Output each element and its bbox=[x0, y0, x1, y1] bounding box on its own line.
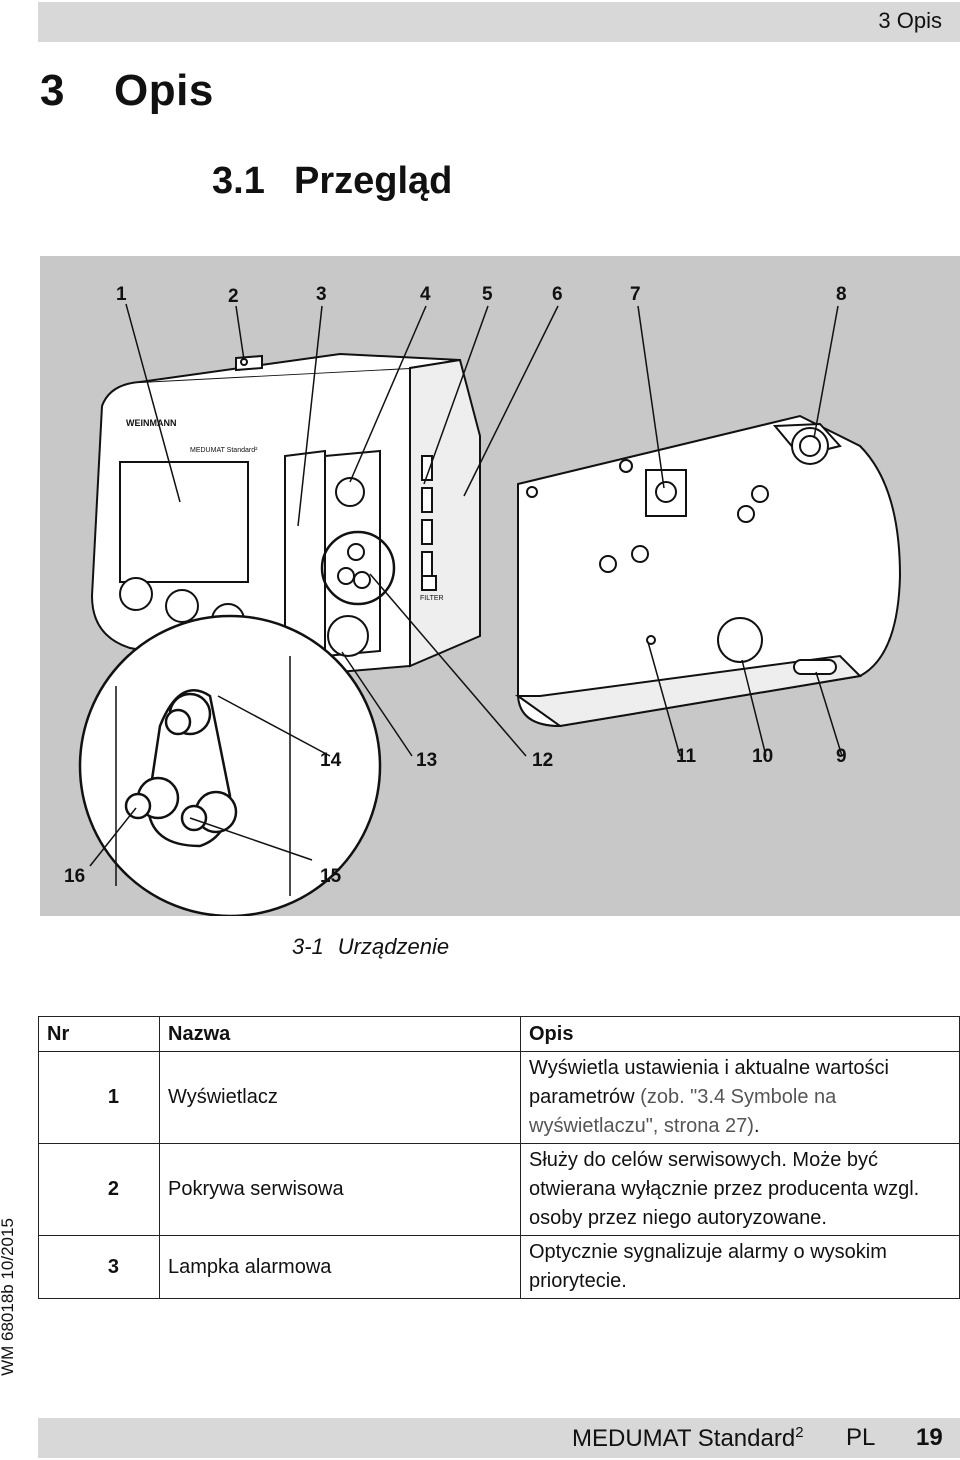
section-title: 3.1 Przegląd bbox=[212, 160, 452, 203]
page-number: 19 bbox=[916, 1424, 943, 1451]
callout-16: 16 bbox=[64, 866, 85, 887]
table-row: 3 Lampka alarmowa Optycznie sygnalizuje … bbox=[38, 1235, 960, 1299]
caption-number: 3-1 bbox=[292, 934, 324, 959]
callout-1: 1 bbox=[116, 284, 127, 305]
figure-caption: 3-1 Urządzenie bbox=[292, 934, 449, 960]
table-header-row: Nr Nazwa Opis bbox=[38, 1016, 960, 1052]
callout-15: 15 bbox=[320, 866, 342, 887]
header-name: Nazwa bbox=[159, 1016, 521, 1052]
callout-8: 8 bbox=[836, 284, 847, 305]
zoom-detail bbox=[78, 614, 382, 916]
leader-lines bbox=[89, 303, 843, 867]
callout-4: 4 bbox=[420, 284, 431, 305]
caption-text: Urządzenie bbox=[337, 934, 450, 959]
chapter-title: 3 Opis bbox=[40, 66, 214, 116]
cross-reference-link[interactable]: (zob. "3.4 Symbole na wyświetlaczu", str… bbox=[529, 1086, 837, 1137]
legend-table: Nr Nazwa Opis 1 Wyświetlacz Wyświetla us… bbox=[38, 1016, 960, 1299]
section-title-text: Przegląd bbox=[294, 160, 453, 202]
callout-13: 13 bbox=[416, 750, 437, 771]
callout-14: 14 bbox=[320, 750, 342, 771]
callout-3: 3 bbox=[316, 284, 327, 305]
header-nr: Nr bbox=[38, 1016, 160, 1052]
device-figure: WEINMANN MEDUMAT Standard² FILTER bbox=[40, 256, 960, 916]
chapter-number: 3 bbox=[40, 66, 65, 115]
callout-5: 5 bbox=[482, 284, 493, 305]
rear-device bbox=[514, 414, 902, 728]
row-nr: 3 bbox=[38, 1235, 160, 1299]
row-desc: Wyświetla ustawienia i aktualne wartości… bbox=[520, 1051, 960, 1144]
callout-11: 11 bbox=[676, 746, 697, 767]
footer-product-superscript: 2 bbox=[795, 1424, 804, 1441]
row-name: Pokrywa serwisowa bbox=[159, 1143, 521, 1236]
device-illustration: WEINMANN MEDUMAT Standard² FILTER bbox=[64, 284, 902, 916]
footer-bar: MEDUMAT Standard2 PL 19 bbox=[38, 1418, 960, 1458]
chapter-title-text: Opis bbox=[114, 66, 214, 115]
footer-language: PL bbox=[846, 1424, 876, 1451]
callout-6: 6 bbox=[552, 284, 563, 305]
row-nr: 2 bbox=[38, 1143, 160, 1236]
document-code: WM 68018b 10/2015 bbox=[0, 1218, 17, 1376]
callout-10: 10 bbox=[752, 746, 773, 767]
callout-12: 12 bbox=[532, 750, 553, 771]
footer-product-name: MEDUMAT Standard bbox=[572, 1425, 796, 1452]
callout-9: 9 bbox=[836, 746, 847, 767]
row-desc-tail: . bbox=[753, 1115, 760, 1137]
callout-2: 2 bbox=[228, 286, 239, 307]
header-bar: 3 Opis bbox=[38, 2, 960, 42]
table-row: 1 Wyświetlacz Wyświetla ustawienia i akt… bbox=[38, 1051, 960, 1144]
callout-7: 7 bbox=[630, 284, 641, 305]
row-desc: Optycznie sygnalizuje alarmy o wysokim p… bbox=[520, 1235, 960, 1299]
row-desc-text: Wyświetla ustawienia i aktualne wartości… bbox=[529, 1057, 889, 1108]
row-name: Wyświetlacz bbox=[159, 1051, 521, 1144]
row-desc: Służy do celów serwisowych. Może być otw… bbox=[520, 1143, 960, 1236]
footer-product: MEDUMAT Standard2 bbox=[572, 1424, 804, 1453]
device-logo: WEINMANN bbox=[126, 418, 177, 428]
row-nr: 1 bbox=[38, 1051, 160, 1144]
section-number: 3.1 bbox=[212, 160, 265, 202]
table-row: 2 Pokrywa serwisowa Służy do celów serwi… bbox=[38, 1143, 960, 1236]
row-name: Lampka alarmowa bbox=[159, 1235, 521, 1299]
callouts-top: 1 2 3 4 5 6 7 8 bbox=[116, 284, 847, 307]
front-device bbox=[90, 352, 481, 678]
header-desc: Opis bbox=[520, 1016, 960, 1052]
callouts-bottom: 14 13 12 11 10 9 bbox=[320, 746, 847, 771]
filter-label: FILTER bbox=[420, 595, 444, 602]
callouts-zoom: 16 15 bbox=[64, 866, 342, 887]
device-model-label: MEDUMAT Standard² bbox=[190, 447, 258, 454]
running-title: 3 Opis bbox=[878, 8, 942, 33]
